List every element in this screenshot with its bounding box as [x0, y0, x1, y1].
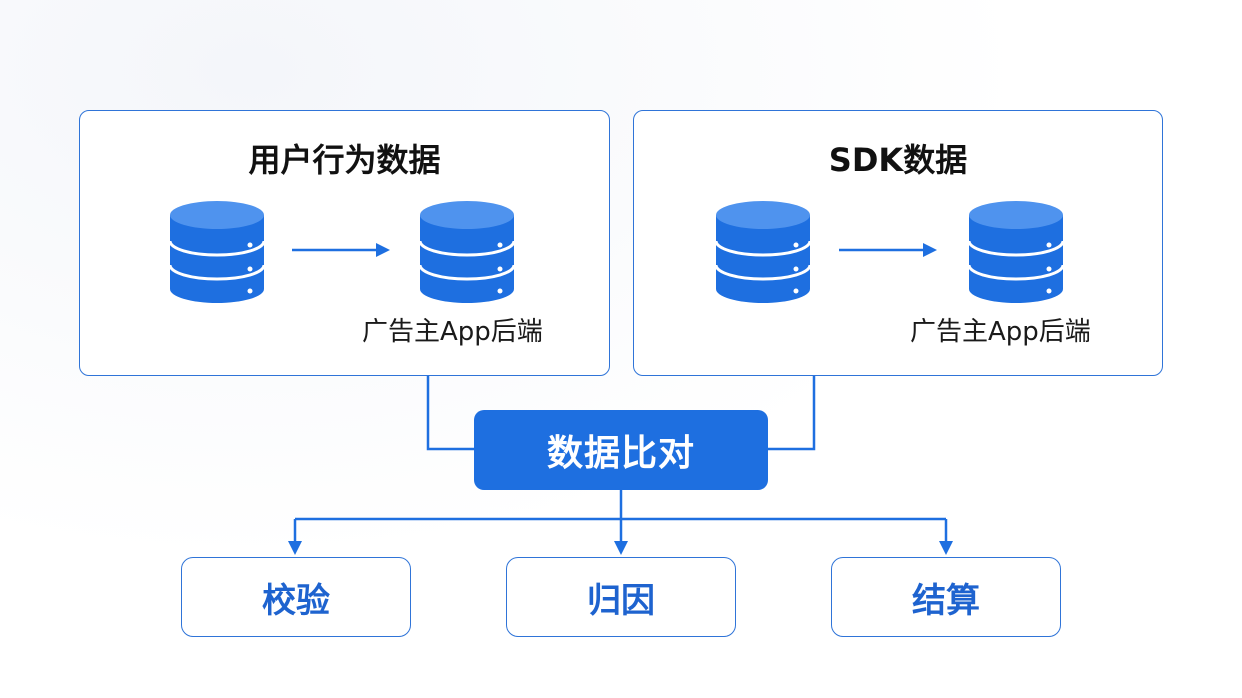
- panel-sdk-data: SDK数据 广告主App后端: [633, 110, 1163, 376]
- panel-title-user-behavior: 用户行为数据: [248, 141, 441, 179]
- node-settlement: 结算: [831, 557, 1061, 637]
- node-verification: 校验: [181, 557, 411, 637]
- arrow-right-icon: [292, 243, 390, 257]
- node-data-comparison: 数据比对: [474, 410, 768, 490]
- db-label-advertiser-backend: 广告主App后端: [910, 317, 1091, 347]
- database-icon: [716, 201, 810, 303]
- connector-left-panel-to-center: [426, 376, 474, 451]
- node-attribution: 归因: [506, 557, 736, 637]
- arrow-right-icon: [839, 243, 937, 257]
- connector-right-panel-to-center: [768, 376, 816, 451]
- database-icon: [420, 201, 514, 303]
- panel-user-behavior-data: 用户行为数据 广告主App后端: [79, 110, 610, 376]
- database-icon: [969, 201, 1063, 303]
- panel-title-sdk: SDK数据: [828, 141, 968, 179]
- db-label-advertiser-backend: 广告主App后端: [362, 317, 543, 347]
- database-icon: [170, 201, 264, 303]
